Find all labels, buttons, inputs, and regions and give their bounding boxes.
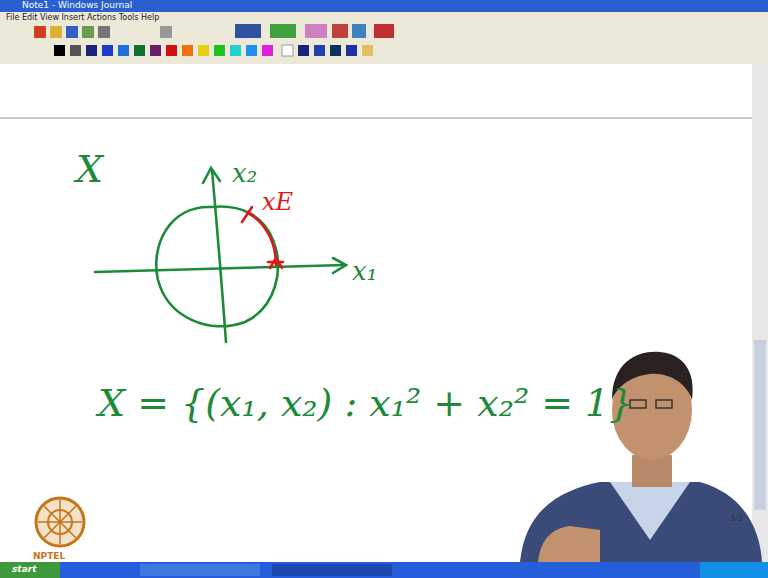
- nptel-logo: [36, 498, 84, 546]
- circle-sketch: [95, 168, 346, 342]
- task-item: [140, 564, 260, 576]
- set-equation: X = {(x₁, x₂) : x₁² + x₂² = 1}: [98, 384, 633, 422]
- task-item: [272, 564, 392, 576]
- set-name: X: [76, 150, 103, 188]
- color-palette: [54, 45, 373, 56]
- start-button: [0, 562, 60, 578]
- axis-label: x₁: [352, 258, 377, 284]
- toolbar-area: [0, 12, 768, 64]
- toolbar-icons: [34, 24, 394, 38]
- arc-label: xE: [262, 190, 293, 214]
- note-page: [0, 64, 768, 562]
- title-bar: [0, 0, 768, 12]
- tray: [700, 562, 768, 578]
- taskbar: [0, 562, 768, 578]
- page-rule: [0, 117, 752, 119]
- scrollbar: [752, 64, 768, 562]
- page-number: 3/3: [730, 515, 743, 523]
- window-title: Note1 - Windows Journal: [22, 1, 132, 10]
- scroll-thumb: [754, 340, 766, 510]
- menu-bar: File Edit View Insert Actions Tools Help: [6, 14, 159, 22]
- start-label: start: [12, 565, 36, 574]
- arc-xE: [242, 207, 283, 268]
- logo-text: NPTEL: [33, 552, 65, 561]
- axis-label: x₂: [232, 160, 257, 186]
